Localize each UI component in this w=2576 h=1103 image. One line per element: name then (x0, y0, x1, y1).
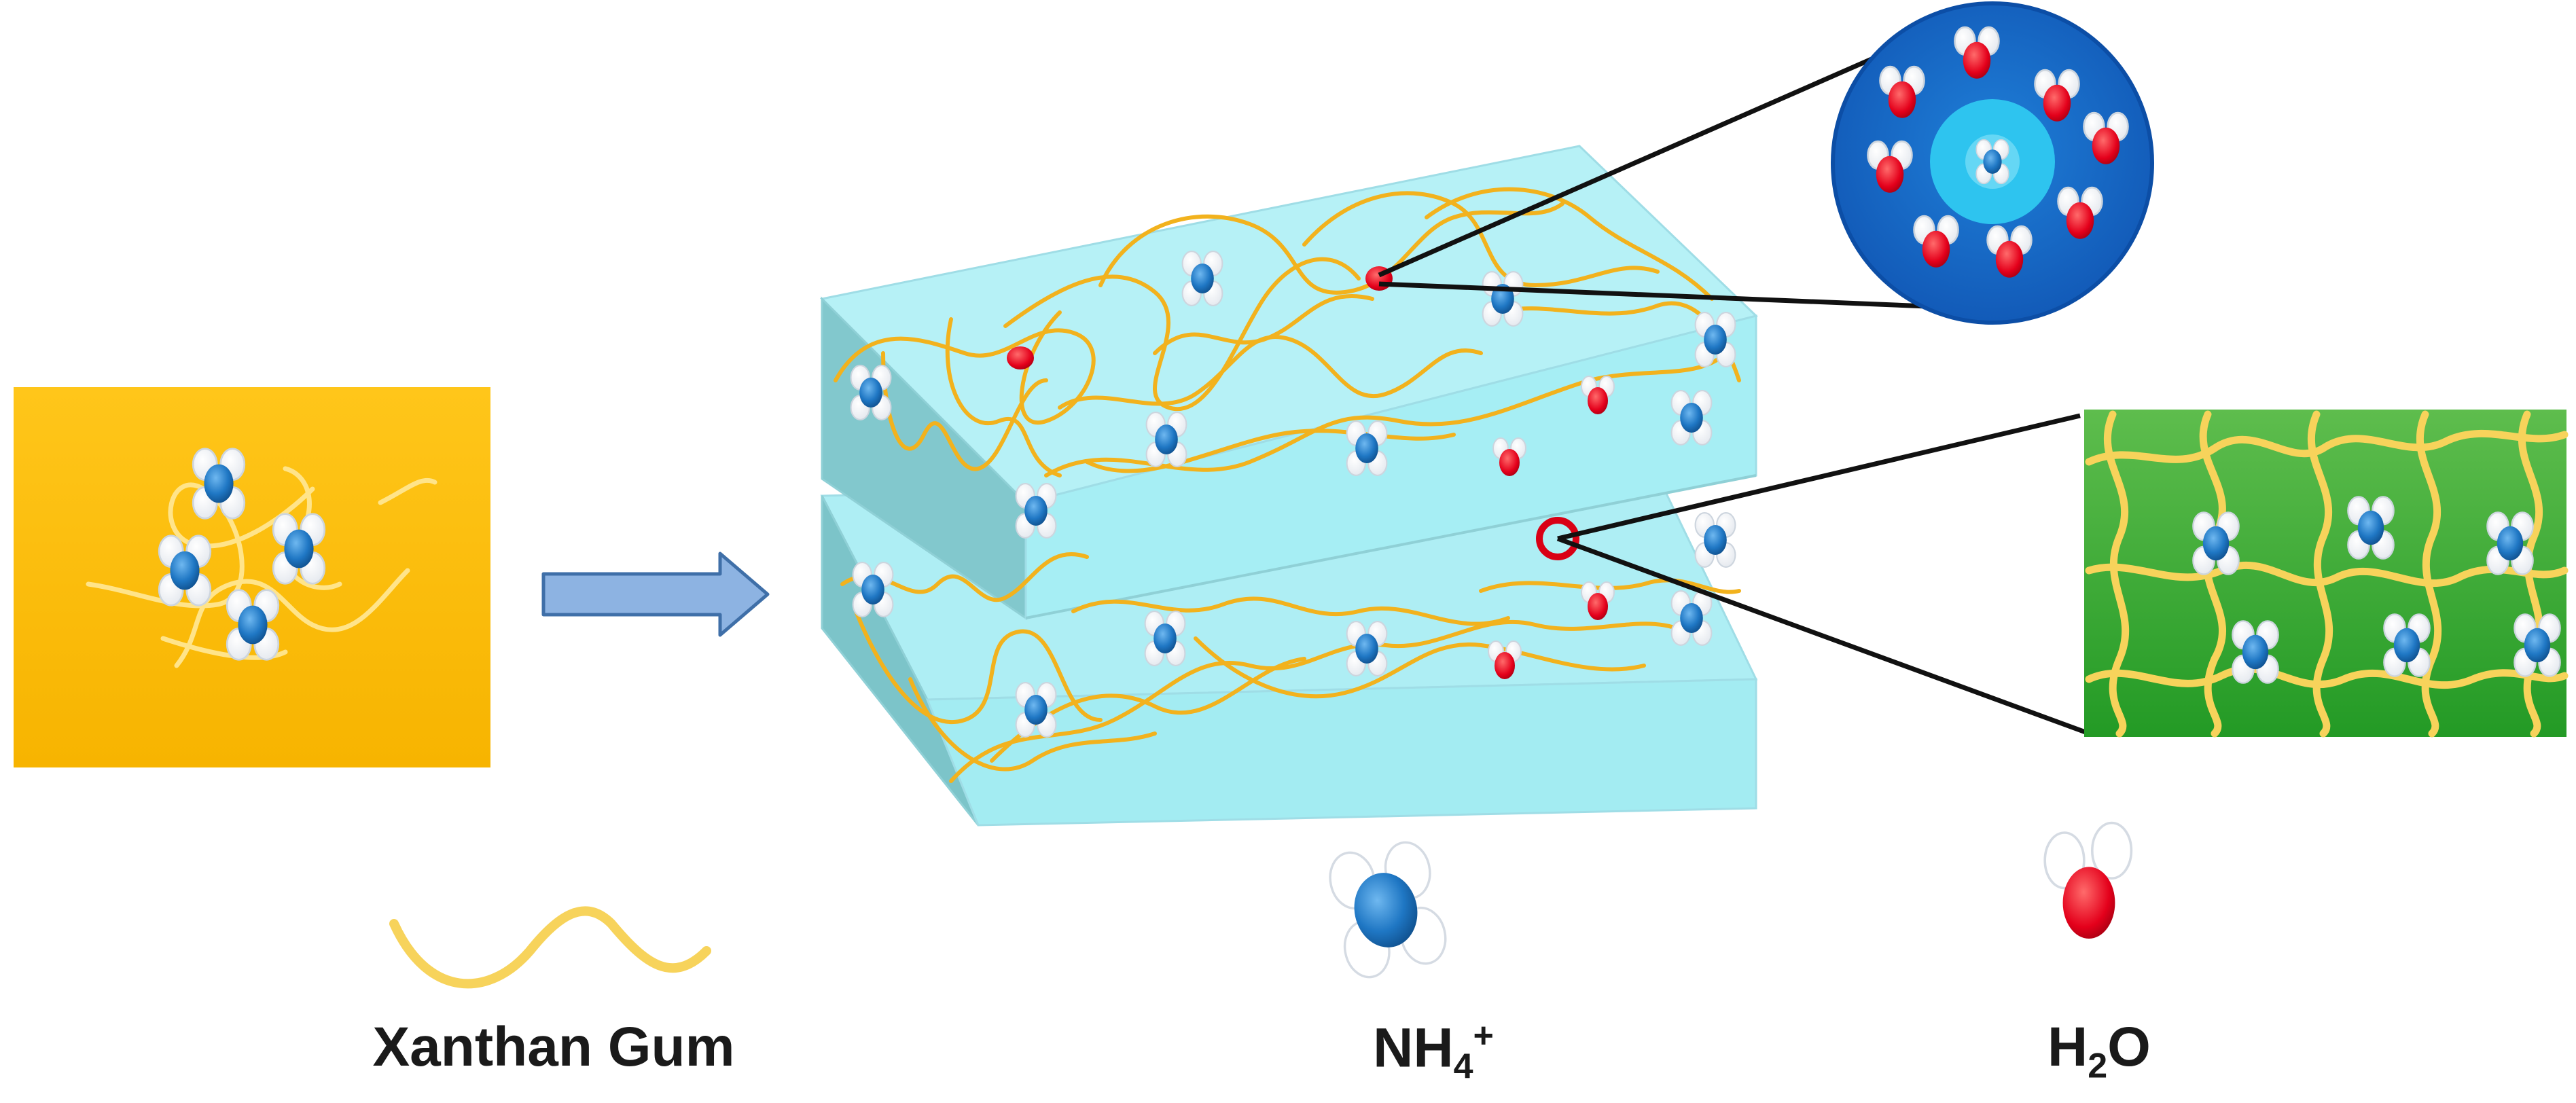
zoom-rect-network (2084, 410, 2569, 738)
zoom-lines (1378, 18, 2087, 735)
hydrogel-stack (819, 145, 1758, 827)
process-arrow (541, 552, 770, 637)
h2o-h-text: H (2047, 1016, 2088, 1078)
h2o-icon (1007, 346, 1034, 369)
water-molecule-icon (2043, 821, 2133, 939)
xanthan-gum-label: Xanthan Gum (372, 1015, 734, 1079)
xanthan-gum-text: Xanthan Gum (372, 1016, 735, 1078)
h2o-label: H2O (2047, 1015, 2151, 1086)
nh4-text: NH (1373, 1017, 1454, 1079)
source-xanthan-block (14, 387, 490, 767)
h2o-o-text: O (2107, 1016, 2151, 1078)
h2o-subscript: 2 (2088, 1046, 2108, 1086)
nh4-icon (1694, 512, 1736, 568)
zoom-circle-hydration (1831, 1, 2154, 325)
xanthan-chain-icon (389, 906, 711, 989)
nh4-label: NH4+ (1373, 1015, 1494, 1087)
zoom-point-marker (1536, 517, 1579, 560)
nh4-superscript: + (1473, 1016, 1494, 1055)
nh4-subscript: 4 (1453, 1047, 1473, 1087)
ammonium-ion-icon (1329, 841, 1447, 979)
